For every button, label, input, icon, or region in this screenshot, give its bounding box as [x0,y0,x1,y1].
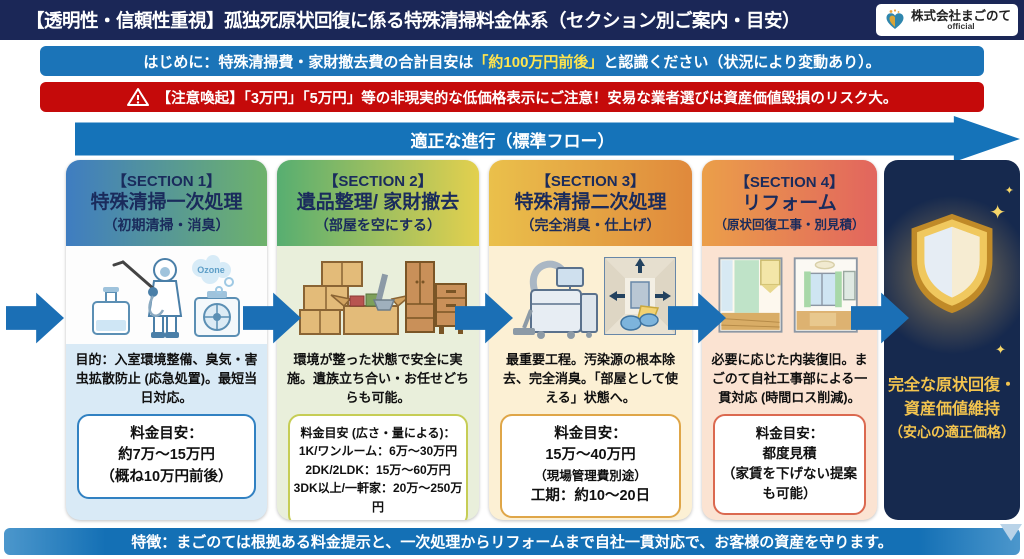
warning-triangle-icon [126,88,149,106]
hazmat-worker-illustration: Ozone [66,246,267,344]
sparkle-icon: ✦ [995,342,1006,357]
section-4-title: リフォーム [742,193,837,215]
room-interior-illustration [702,246,877,344]
flow-area: 【SECTION 1】 特殊清掃一次処理 （初期清掃・消臭） [0,160,1024,522]
price-line: 15万〜40万円 [545,447,636,464]
result-text: 完全な原状回復・ 資産価値維持 （安心の適正価格） [884,374,1020,443]
result-line: 資産価値維持 [903,401,1000,418]
sparkle-icon: ✦ [989,202,1006,224]
price-line: （概ね10万円前後） [100,469,233,486]
section-3-price-box: 料金目安： 15万〜40万円 （現場管理費別途） 工期：約10〜20日 [500,413,681,518]
sparkle-icon: ✦ [1004,185,1014,197]
footer-text: 特徴：まごのては根拠ある料金提示と、一次処理からリフォームまで自社一貫対応で、お… [131,534,893,551]
heart-icon [886,9,904,29]
page-title: 【透明性・信頼性重視】孤独死原状回復に係る特殊清掃料金体系（セクション別ご案内・… [26,10,801,31]
section-1-description: 目的：入室環境整備、臭気・害虫拡散防止 (応急処置)。最短当日対応。 [75,352,258,405]
logo-official-label: official [947,21,975,31]
section-1-header: 【SECTION 1】 特殊清掃一次処理 （初期清掃・消臭） [66,160,267,246]
intro-text: はじめに：特殊清掃費・家財撤去費の合計目安は「約100万円前後」と認識ください（… [143,51,880,72]
price-line: 料金目安： [130,425,203,442]
section-2-title: 遺品整理/ 家財撤去 [296,192,460,214]
intro-prefix: はじめに：特殊清掃費・家財撤去費の合計目安は [143,53,474,71]
header: 【透明性・信頼性重視】孤独死原状回復に係る特殊清掃料金体系（セクション別ご案内・… [0,0,1024,40]
price-line: 2DK/2LDK：15万〜60万円 [305,462,451,477]
intro-banner: はじめに：特殊清掃費・家財撤去費の合計目安は「約100万円前後」と認識ください（… [40,46,984,76]
intro-suffix: と認識ください（状況により変動あり）。 [603,53,881,71]
section-4-header: 【SECTION 4】 リフォーム （原状回復工事・別見積） [702,160,877,246]
deodorizing-machine-illustration [489,246,692,344]
section-3-description: 最重要工程。汚染源の根本除去、完全消臭。「部屋として使える」状態へ。 [502,352,679,405]
price-line: 都度見積 [762,445,817,461]
section-3-header: 【SECTION 3】 特殊清掃二次処理 （完全消臭・仕上げ） [489,160,692,246]
gold-shield-icon [906,212,998,320]
section-3-tag: 【SECTION 3】 [535,172,646,190]
section-3-title: 特殊清掃二次処理 [514,192,667,214]
section-2-price-box: 料金目安 (広さ・量による)： 1K/ワンルーム：6万〜30万円 2DK/2LD… [288,413,468,520]
section-1-price-box: 料金目安： 約7万〜15万円 （概ね10万円前後） [77,413,256,499]
result-line: 完全な原状回復・ [887,377,1016,394]
section-4-description: 必要に応じた内装復旧。まごのて自社工事部による一貫対応 (時間ロス削減)。 [711,352,868,405]
logo-company-name: 株式会社まごのて [910,8,1011,23]
intro-highlight: 「約100万円前後」 [473,53,604,71]
price-line: （現場管理費別途） [534,469,647,484]
section-4-price-box: 料金目安： 都度見積 （家賃を下げない提案も可能） [713,413,866,515]
price-line: 料金目安： [755,425,824,441]
section-4-tag: 【SECTION 4】 [734,173,845,191]
price-line: 料金目安： [554,425,627,442]
footer-banner: 特徴：まごのては根拠ある料金提示と、一次処理からリフォームまで自社一貫対応で、お… [4,528,1020,555]
right-arrow-icon [6,292,64,344]
flow-banner-label: 適正な進行（標準フロー） [410,131,615,151]
section-3-subtitle: （完全消臭・仕上げ） [520,217,661,233]
price-line: 料金目安 (広さ・量による)： [300,425,456,440]
price-line: （家賃を下げない提案も可能） [722,466,857,502]
boxes-furniture-illustration [277,246,479,344]
warning-text: 【注意喚起】「3万円」「5万円」等の非現実的な低価格表示にご注意！安易な業者選び… [156,90,898,107]
section-1-subtitle: （初期清掃・消臭） [103,217,230,233]
section-1-title: 特殊清掃一次処理 [90,192,243,214]
section-4-subtitle: （原状回復工事・別見積） [714,217,865,232]
company-logo: 株式会社まごのて official [876,4,1018,36]
result-line: （安心の適正価格） [889,424,1015,440]
section-2-tag: 【SECTION 2】 [323,172,433,190]
flow-banner-arrow: 適正な進行（標準フロー） [75,116,1020,162]
section-card-4: 【SECTION 4】 リフォーム （原状回復工事・別見積） [702,160,877,520]
price-line: 工期：約10〜20日 [530,487,651,504]
section-card-3: 【SECTION 3】 特殊清掃二次処理 （完全消臭・仕上げ） [489,160,692,520]
price-line: 3DK以上/一軒家：20万〜250万円 [293,481,463,514]
section-card-2: 【SECTION 2】 遺品整理/ 家財撤去 （部屋を空にする） [277,160,479,520]
section-2-header: 【SECTION 2】 遺品整理/ 家財撤去 （部屋を空にする） [277,160,479,246]
ozone-caption: Ozone [197,265,225,275]
section-2-description: 環境が整った状態で安全に実施。遺族立ち合い・お任せどちらも可能。 [286,352,469,405]
section-card-1: 【SECTION 1】 特殊清掃一次処理 （初期清掃・消臭） [66,160,267,520]
price-line: 1K/ワンルーム：6万〜30万円 [298,444,458,459]
price-line: 約7万〜15万円 [118,447,215,464]
warning-banner: 【注意喚起】「3万円」「5万円」等の非現実的な低価格表示にご注意！安易な業者選び… [40,82,984,112]
ozone-cloud-icon: Ozone [191,255,234,294]
section-1-tag: 【SECTION 1】 [111,172,222,190]
section-2-subtitle: （部屋を空にする） [314,217,442,233]
result-card: ✦ ✦ ✦ 完全な原状回復・ 資産価値維持 （安心の適正価格） [884,160,1020,520]
